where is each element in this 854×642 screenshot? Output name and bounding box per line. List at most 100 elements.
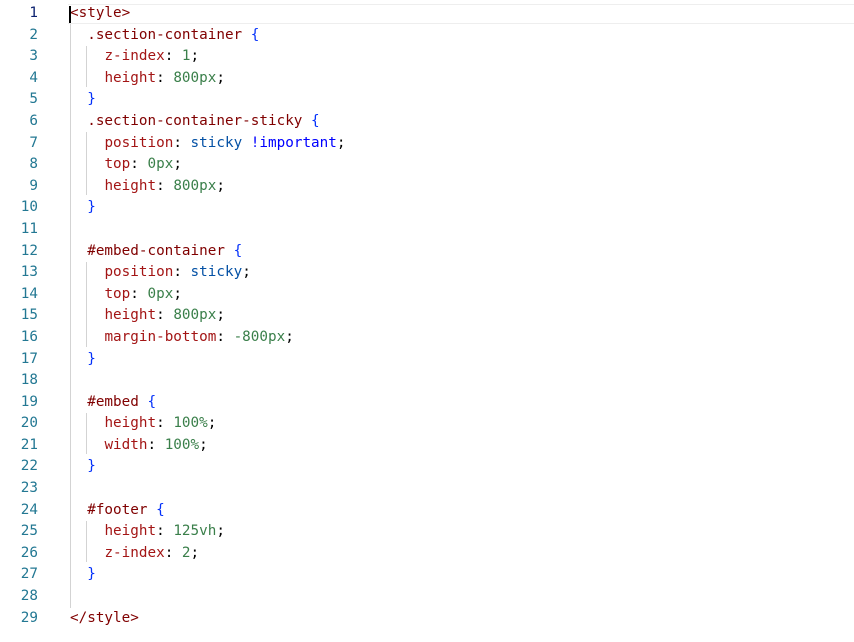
code-line[interactable]: } xyxy=(70,89,850,111)
code-line[interactable]: top: 0px; xyxy=(70,284,850,306)
code-token: position xyxy=(104,134,174,151)
line-number: 4 xyxy=(29,69,38,86)
code-token: height xyxy=(104,177,157,194)
code-token: : xyxy=(164,48,182,65)
code-line[interactable]: #embed-container { xyxy=(70,241,850,263)
code-token: top xyxy=(104,285,131,302)
code-token: : xyxy=(216,328,234,345)
code-token xyxy=(70,545,104,561)
line-number: 24 xyxy=(20,501,38,518)
code-token: width xyxy=(104,436,148,453)
line-number: 29 xyxy=(20,609,38,626)
code-line[interactable]: } xyxy=(70,349,850,371)
code-line[interactable] xyxy=(70,219,850,241)
code-line[interactable]: height: 800px; xyxy=(70,305,850,327)
line-number: 25 xyxy=(20,523,38,540)
code-token: 100% xyxy=(164,436,200,453)
code-token xyxy=(242,135,251,151)
code-token: ; xyxy=(216,523,225,540)
code-line[interactable]: z-index: 1; xyxy=(70,46,850,68)
code-line[interactable] xyxy=(70,586,850,608)
indent-guide-rule-2 xyxy=(86,132,87,195)
code-line[interactable]: <style> xyxy=(70,3,850,25)
code-line[interactable]: margin-bottom: -800px; xyxy=(70,327,850,349)
code-token: : xyxy=(156,415,174,432)
code-line[interactable]: top: 0px; xyxy=(70,154,850,176)
code-line[interactable]: } xyxy=(70,197,850,219)
code-token: ; xyxy=(216,177,225,194)
code-token: 100% xyxy=(173,415,208,432)
line-number: 11 xyxy=(20,220,38,237)
code-line[interactable]: width: 100%; xyxy=(70,435,850,457)
line-number: 28 xyxy=(20,588,38,605)
code-token xyxy=(70,458,87,474)
code-line[interactable]: .section-container { xyxy=(70,25,850,47)
code-token: height xyxy=(104,69,157,86)
code-token xyxy=(70,113,87,129)
code-token: ; xyxy=(336,134,346,151)
code-line[interactable]: } xyxy=(70,456,850,478)
code-line[interactable] xyxy=(70,478,850,500)
code-token: height xyxy=(104,307,157,324)
line-number: 12 xyxy=(20,242,38,259)
indent-guide-style-block xyxy=(70,24,71,608)
line-number: 14 xyxy=(20,285,38,302)
line-number: 20 xyxy=(20,415,38,432)
code-token xyxy=(70,394,87,410)
code-token: 2 xyxy=(181,544,191,561)
code-token: 800px xyxy=(173,69,217,86)
code-token: z-index xyxy=(104,544,165,561)
code-line[interactable]: height: 100%; xyxy=(70,413,850,435)
code-line[interactable]: .section-container-sticky { xyxy=(70,111,850,133)
code-token: margin-bottom xyxy=(104,328,217,345)
code-token: ; xyxy=(207,415,217,432)
line-number: 13 xyxy=(20,264,38,281)
code-token: top xyxy=(104,156,131,173)
line-number: 9 xyxy=(29,177,38,194)
code-line[interactable] xyxy=(70,370,850,392)
indent-guide-rule-3 xyxy=(86,262,87,347)
line-number: 18 xyxy=(20,372,38,389)
code-line[interactable]: #footer { xyxy=(70,500,850,522)
code-token: .section-container-sticky xyxy=(87,112,303,129)
code-line[interactable]: height: 800px; xyxy=(70,68,850,90)
code-line[interactable]: #embed { xyxy=(70,392,850,414)
line-number: 26 xyxy=(20,544,38,561)
code-line[interactable]: height: 125vh; xyxy=(70,521,850,543)
code-line[interactable]: height: 800px; xyxy=(70,176,850,198)
line-number: 7 xyxy=(29,134,38,151)
code-content[interactable]: <style> .section-container { z-index: 1;… xyxy=(70,3,850,629)
code-token: } xyxy=(87,458,96,475)
code-token xyxy=(70,156,104,172)
code-token xyxy=(225,243,234,259)
code-token: 800px xyxy=(173,307,217,324)
code-token: position xyxy=(104,264,174,281)
code-token xyxy=(242,27,251,43)
indent-guide-rule-1 xyxy=(86,46,87,87)
code-token xyxy=(70,264,104,280)
code-token: ; xyxy=(173,156,182,173)
code-line[interactable]: position: sticky !important; xyxy=(70,133,850,155)
line-number: 19 xyxy=(20,393,38,410)
code-token: <style> xyxy=(70,5,131,21)
indent-guide-rule-5 xyxy=(86,521,87,562)
code-token: -800px xyxy=(233,328,286,345)
code-line[interactable]: } xyxy=(70,564,850,586)
code-token xyxy=(70,566,87,582)
code-token xyxy=(70,502,87,518)
code-token: 125vh xyxy=(173,523,217,540)
code-token xyxy=(70,91,87,107)
code-line[interactable]: </style> xyxy=(70,608,850,630)
code-token: : xyxy=(156,69,174,86)
code-token xyxy=(70,415,104,431)
code-line[interactable]: z-index: 2; xyxy=(70,543,850,565)
code-token xyxy=(70,27,87,43)
code-token: 0px xyxy=(147,156,174,173)
code-token: 0px xyxy=(147,285,174,302)
code-line[interactable]: position: sticky; xyxy=(70,262,850,284)
code-token: </style> xyxy=(70,609,139,626)
code-token xyxy=(70,329,104,345)
code-token: ; xyxy=(242,264,251,281)
